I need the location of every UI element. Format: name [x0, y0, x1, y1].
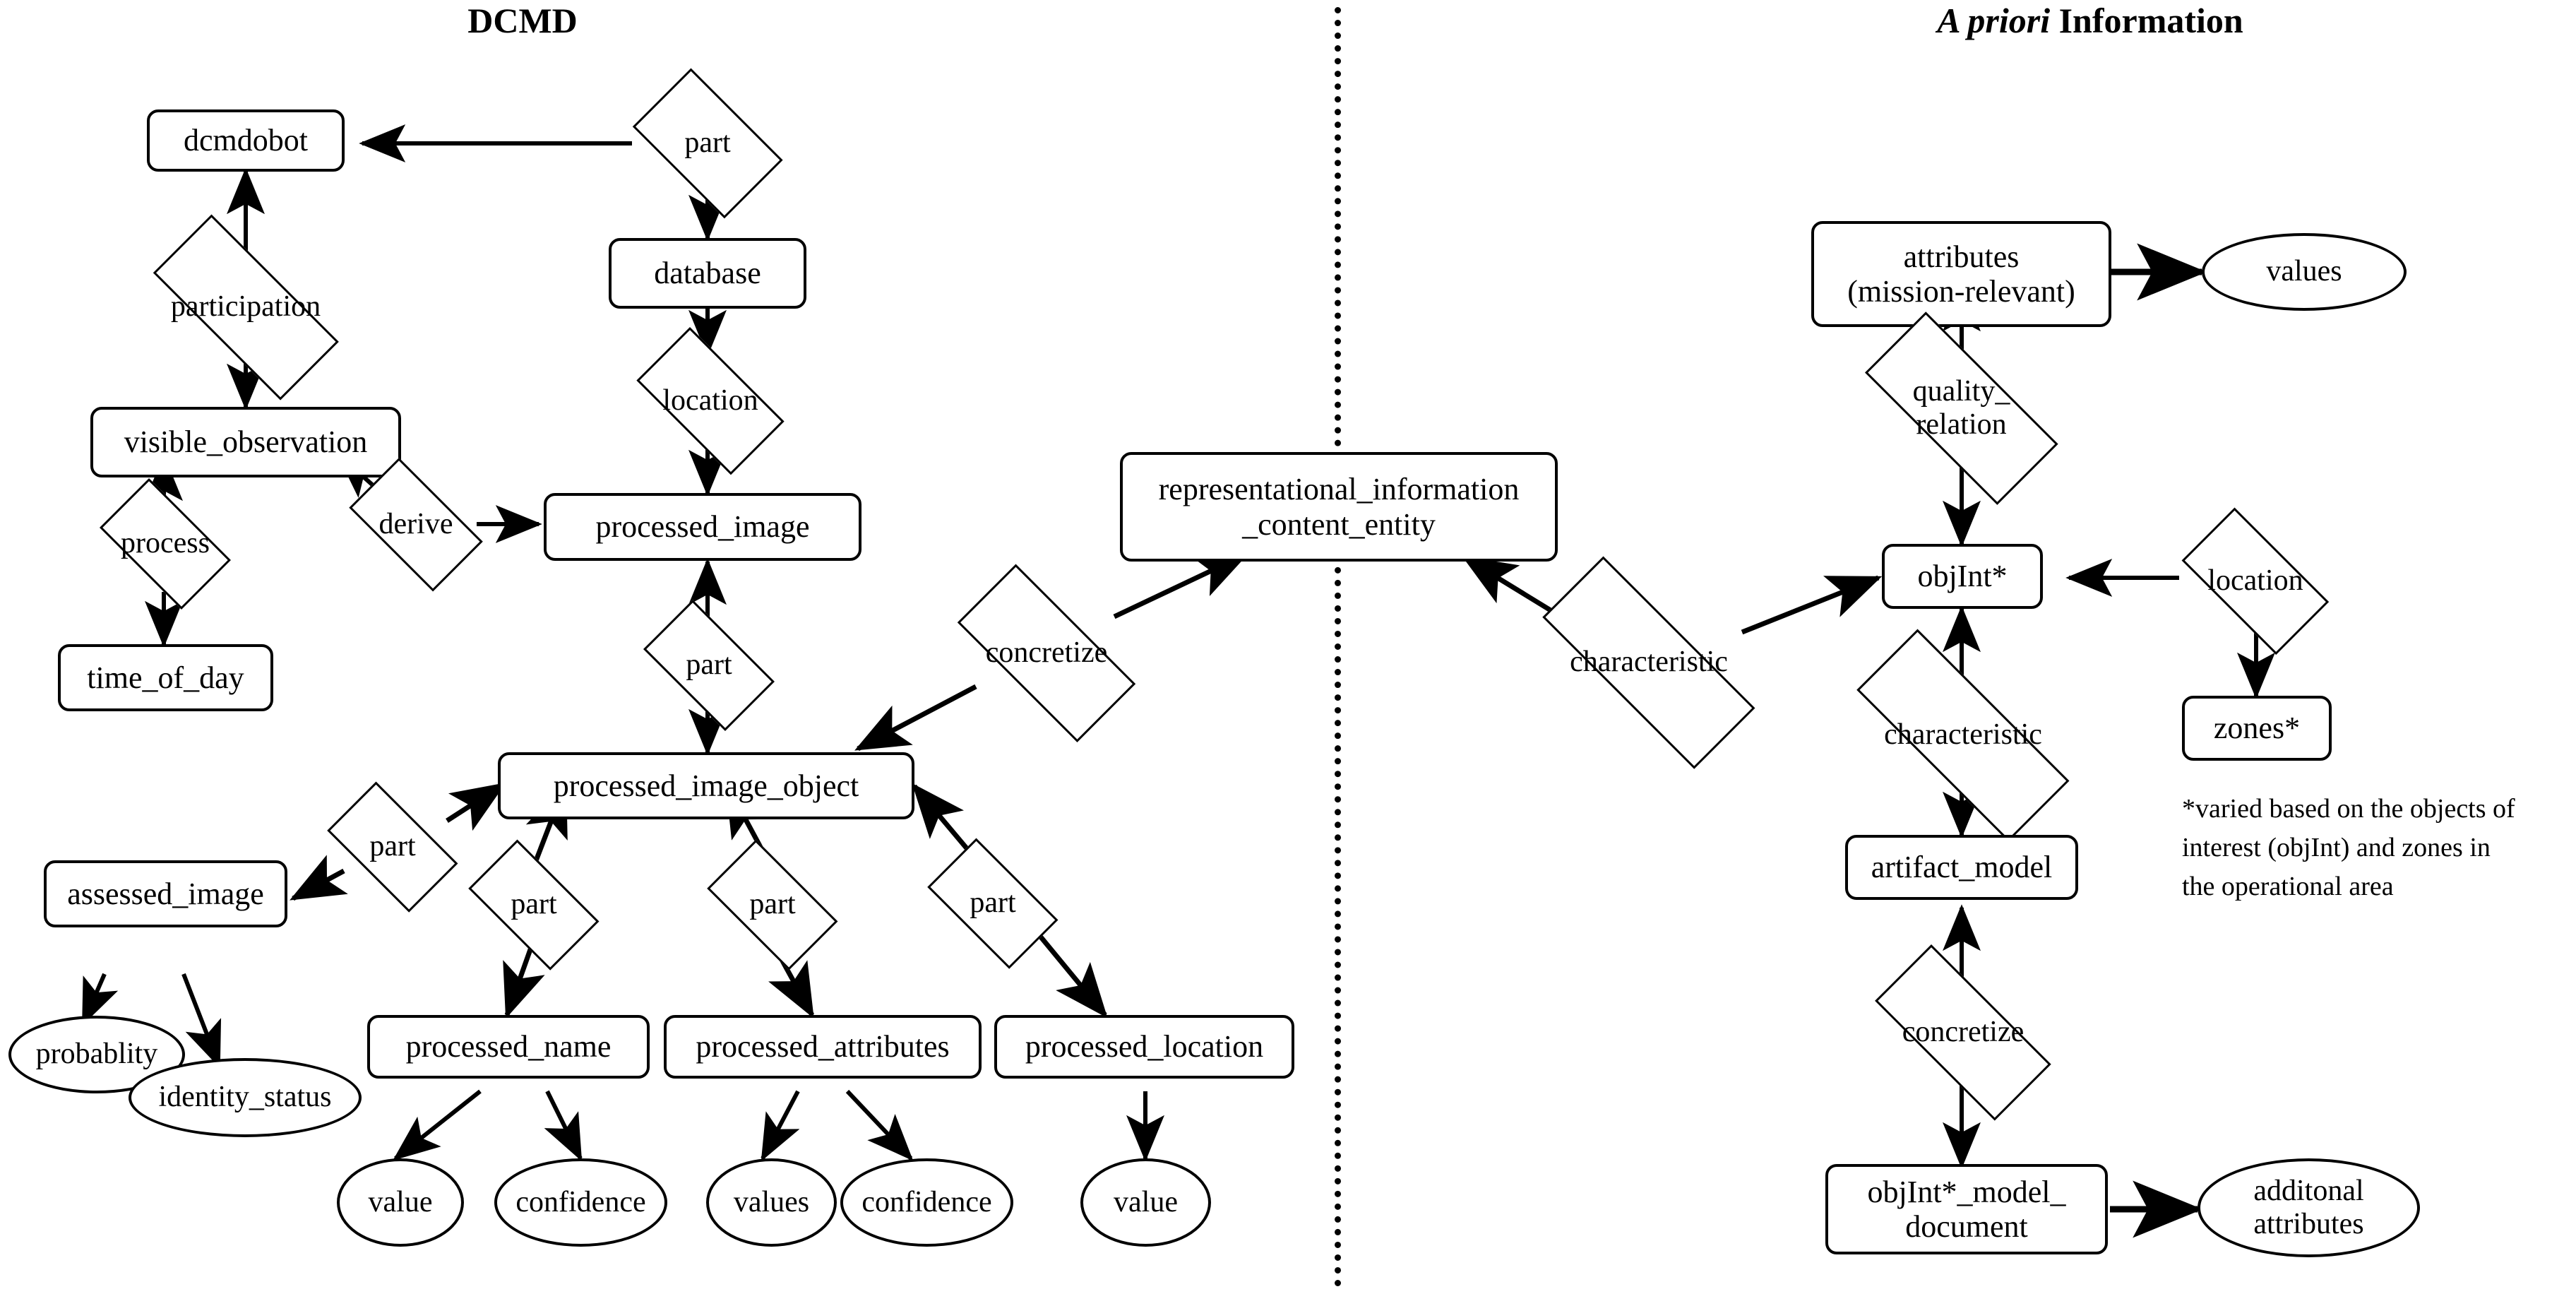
- relationship-label: quality_ relation: [1912, 374, 2010, 441]
- relationship-label: process: [121, 527, 210, 560]
- relationship-part-database[interactable]: part: [616, 68, 799, 219]
- relationship-label: part: [970, 886, 1016, 920]
- entity-time-of-day[interactable]: time_of_day: [58, 644, 273, 711]
- attribute-confidence-name[interactable]: confidence: [494, 1158, 667, 1247]
- section-title-right: A priori Information: [1822, 0, 2359, 41]
- entity-artifact-model[interactable]: artifact_model: [1845, 835, 2078, 900]
- attribute-identity-status[interactable]: identity_status: [129, 1058, 362, 1137]
- entity-dcmdobot[interactable]: dcmdobot: [147, 109, 345, 172]
- entity-assessed-image[interactable]: assessed_image: [44, 860, 287, 927]
- relationship-part-image[interactable]: part: [627, 600, 791, 731]
- entity-processed-image[interactable]: processed_image: [544, 493, 861, 561]
- attribute-values-right[interactable]: values: [2202, 233, 2407, 311]
- relationship-part-assessed-image[interactable]: part: [311, 781, 475, 913]
- relationship-part-attributes[interactable]: part: [691, 839, 854, 970]
- relationship-part-location[interactable]: part: [911, 838, 1075, 969]
- attribute-additonal-attributes[interactable]: additonal attributes: [2198, 1158, 2420, 1257]
- entity-objint-model-document[interactable]: objInt*_model_ document: [1825, 1164, 2108, 1254]
- relationship-label: location: [662, 384, 758, 417]
- relationship-label: part: [686, 648, 732, 682]
- entity-visible-observation[interactable]: visible_observation: [90, 407, 401, 477]
- edge-pname-value: [393, 1089, 482, 1161]
- entity-database[interactable]: database: [609, 238, 806, 309]
- relationship-label: part: [749, 888, 796, 921]
- entity-objint[interactable]: objInt*: [1882, 544, 2043, 609]
- relationship-label: part: [369, 830, 416, 863]
- section-divider: [1335, 7, 1341, 1287]
- relationship-label: location: [2207, 564, 2303, 598]
- relationship-concretize-left[interactable]: concretize: [926, 564, 1167, 743]
- relationship-process[interactable]: process: [83, 478, 247, 610]
- edge-pname-confidence: [544, 1090, 583, 1162]
- edge-pattr-values: [761, 1090, 800, 1162]
- edge-assessedimage-identitystatus: [181, 973, 222, 1069]
- relationship-concretize-right[interactable]: concretize: [1843, 944, 2083, 1121]
- relationship-label: derive: [378, 508, 453, 541]
- section-title-right-rest: Information: [2050, 1, 2243, 40]
- entity-zones[interactable]: zones*: [2182, 696, 2332, 761]
- relationship-characteristic-middle[interactable]: characteristic: [1497, 556, 1801, 769]
- relationship-label: concretize: [1902, 1016, 2025, 1049]
- attribute-value-location[interactable]: value: [1080, 1158, 1211, 1247]
- relationship-derive[interactable]: derive: [332, 458, 500, 592]
- attribute-values-attributes[interactable]: values: [706, 1158, 837, 1247]
- entity-processed-attributes[interactable]: processed_attributes: [664, 1015, 982, 1079]
- attribute-value-name[interactable]: value: [337, 1158, 464, 1247]
- relationship-label: concretize: [985, 636, 1108, 670]
- relationship-location-database[interactable]: location: [616, 327, 805, 475]
- relationship-location-right[interactable]: location: [2161, 507, 2350, 655]
- relationship-characteristic-right[interactable]: characteristic: [1811, 629, 2115, 842]
- entity-processed-name[interactable]: processed_name: [367, 1015, 650, 1079]
- section-title-right-italic: A priori: [1937, 1, 2051, 40]
- entity-processed-image-object[interactable]: processed_image_object: [498, 752, 914, 819]
- relationship-quality-relation[interactable]: quality_ relation: [1829, 311, 2094, 505]
- footnote-text: *varied based on the objects of interest…: [2182, 794, 2515, 902]
- relationship-label: part: [511, 888, 557, 921]
- section-title-left: DCMD: [467, 1, 578, 40]
- attribute-confidence-attributes[interactable]: confidence: [840, 1158, 1013, 1247]
- relationship-label: part: [684, 126, 731, 160]
- relationship-label: characteristic: [1884, 718, 2042, 752]
- relationship-participation[interactable]: participation: [119, 214, 373, 400]
- edge-pattr-confidence: [845, 1089, 914, 1161]
- entity-representational-information-content-entity[interactable]: representational_information _content_en…: [1120, 452, 1558, 562]
- relationship-label: characteristic: [1570, 646, 1728, 679]
- entity-processed-location[interactable]: processed_location: [994, 1015, 1294, 1079]
- relationship-part-name[interactable]: part: [452, 839, 616, 970]
- relationship-label: participation: [170, 290, 321, 324]
- entity-attributes-mission-relevant[interactable]: attributes (mission-relevant): [1811, 221, 2111, 327]
